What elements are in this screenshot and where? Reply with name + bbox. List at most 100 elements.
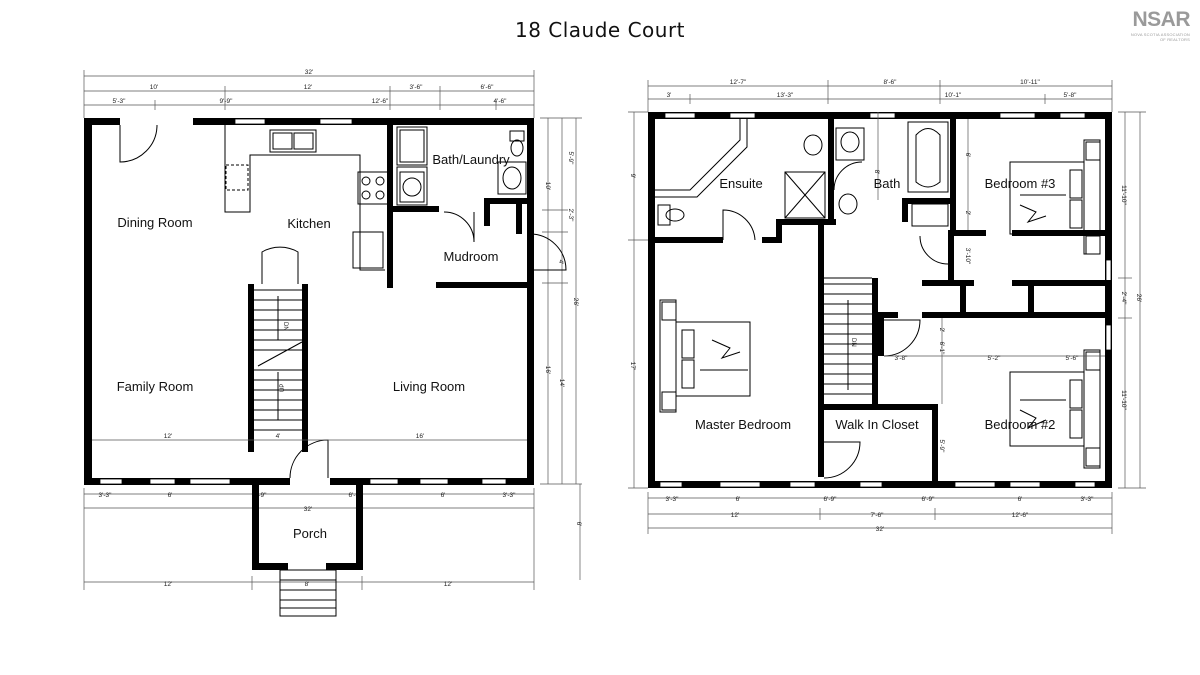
dim-label: 5'-9" [938,440,945,454]
entry-door-swing [119,124,158,163]
dim-label: 6'-9" [922,496,936,503]
dim-label: 32' [305,69,313,76]
dim-label: 4' [276,433,281,440]
stairs-up-label: UP [280,384,286,392]
room-mudroom: Mudroom [444,249,499,264]
dim-label: 6'-1" [938,342,945,356]
room-bath-laundry: Bath/Laundry [432,152,510,167]
dim-label: 11'-10" [1120,185,1127,205]
ground-floor-plan: 32' 10' 12' 3'-6" 6'-6" 5'-3" 9'-9" 12'-… [83,69,582,617]
dim-label: 13'-3" [777,92,794,99]
dim-label: 5'-2" [988,355,1002,362]
dim-label: 7'-6" [871,512,885,519]
dim-label: 12' [444,581,452,588]
dim-label: 12'-6" [1012,512,1029,519]
dim-label: 26' [572,298,579,306]
dim-label: 16' [544,366,551,374]
dim-label: 5'-8" [1064,92,1078,99]
dim-label: 3'-3" [503,492,517,499]
stairs-down-label: DN [282,322,288,331]
kitchen-counters [224,125,389,271]
ground-stairs: DN UP [248,246,308,452]
mudroom-door-swing [529,233,567,271]
bath-fixtures [835,121,949,227]
upper-windows [659,112,1112,488]
dim-label: 6' [1018,496,1023,503]
ground-interior-walls [387,122,532,288]
dim-label: 3'-3" [1081,496,1095,503]
dim-label: 17' [629,362,636,370]
dim-label: 32' [304,506,312,513]
front-door-gap [290,477,330,486]
dim-label: 10' [150,84,158,91]
dim-label: 3'-3" [99,492,113,499]
room-bath: Bath [874,176,901,191]
dim-label: 2' [938,328,945,333]
logo-mark: NSAR [1132,8,1190,31]
bedroom3-bed [1009,139,1101,255]
room-family-room: Family Room [117,379,194,394]
dim-label: 3'-3" [666,496,680,503]
dim-label: 6'-9" [824,496,838,503]
dim-label: 12' [164,433,172,440]
dim-label: 2'-3" [567,209,574,223]
dim-label: 14' [558,379,565,387]
dim-label: 2' [964,211,971,216]
dim-label: 3'-10" [964,248,971,265]
room-bedroom-2: Bedroom #2 [985,417,1056,432]
laundry-door-swing [443,211,475,243]
stairs-down-label: DN [850,338,856,347]
room-living-room: Living Room [393,379,465,394]
laundry-fixtures [396,126,527,206]
upper-bottom-dimensions [647,492,1113,534]
room-porch: Porch [293,526,327,541]
dim-label: 5'-3" [113,98,127,105]
master-bed [659,299,751,413]
dim-label: 3' [667,92,672,99]
dim-label: 10'-11" [1020,79,1040,86]
dim-label: 8'-6" [884,79,898,86]
room-master-bedroom: Master Bedroom [695,417,791,432]
dim-label: 5'-9" [567,152,574,166]
dim-label: 12' [731,512,739,519]
dim-label: 5'-6" [1066,355,1080,362]
room-bedroom-3: Bedroom #3 [985,176,1056,191]
upper-floor-plan: 12'-7" 8'-6" 10'-11" 3' 13'-3" 10'-1" 5'… [628,79,1146,534]
dim-label: 10' [544,182,551,190]
ground-exterior-walls [84,118,534,485]
upper-top-dimensions [647,80,1113,112]
dim-label: 8' [305,581,310,588]
ground-bottom-dimensions [83,488,535,590]
upper-right-dimensions [1118,111,1146,489]
dim-label: 12'-7" [730,79,747,86]
dim-label: 9'-9" [220,98,234,105]
dim-label: 6' [964,153,971,158]
dim-label: 6' [168,492,173,499]
dim-label: 32' [876,526,884,533]
dim-label: 6' [575,522,582,527]
dim-label: 4' [557,260,564,265]
upper-left-dimensions [628,111,648,489]
dim-label: 12' [304,84,312,91]
dim-label: 9' [629,174,636,179]
room-ensuite: Ensuite [719,176,762,191]
upper-inner-dimensions [877,112,1105,404]
upper-doors [722,161,949,479]
ground-top-dimensions [83,70,535,118]
dim-label: 3'-6" [410,84,424,91]
upper-interior-walls [655,119,1112,481]
room-kitchen: Kitchen [287,216,330,231]
ground-right-dimensions [540,117,582,580]
bedroom3-door-gap [986,229,1012,237]
bedroom2-bed [1009,349,1101,469]
upper-stairs: DN [824,277,878,404]
dim-label: 2'-4" [1120,292,1127,306]
dim-label: 6'-9" [254,492,268,499]
ground-windows [99,118,507,485]
front-door-swing [289,439,329,479]
dim-label: 26' [1135,294,1142,302]
porch [252,485,363,617]
